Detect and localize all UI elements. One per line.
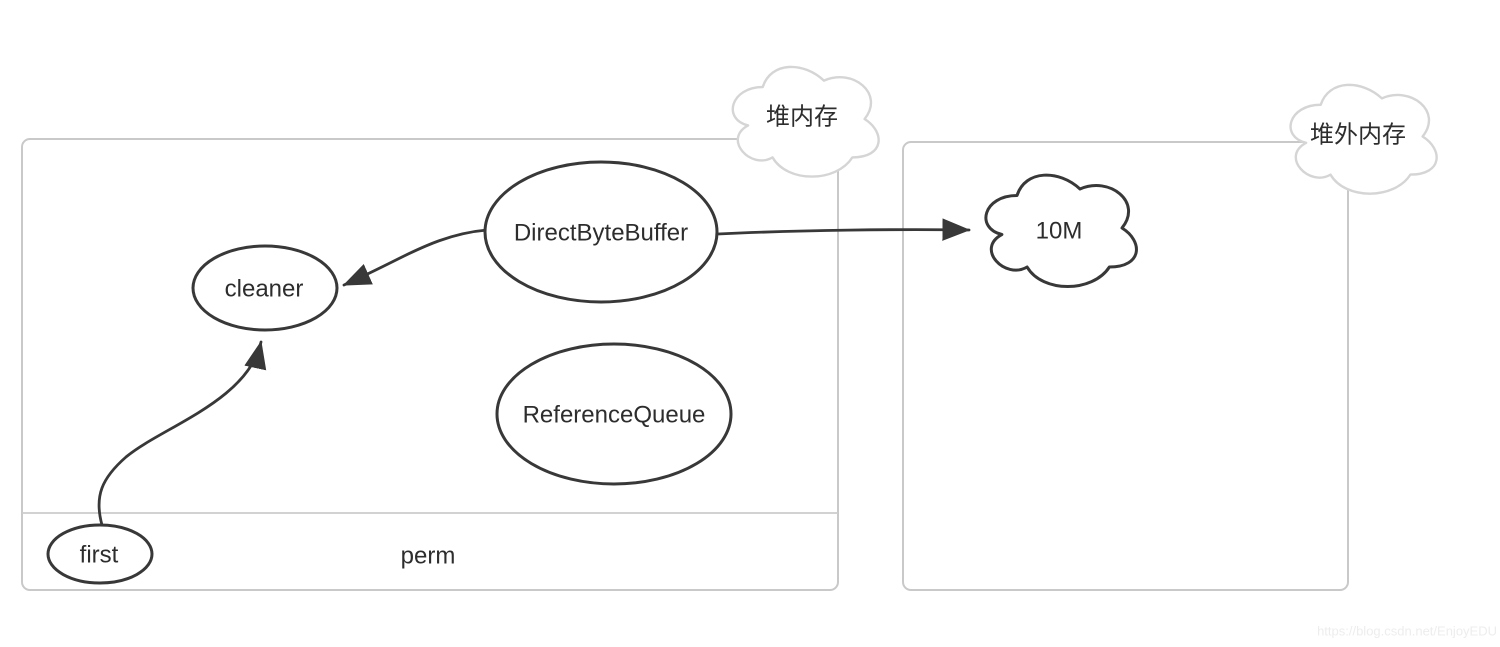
node-label-first: first (80, 542, 119, 569)
offheap-cloud-label: 堆外内存 (1310, 122, 1406, 149)
node-first (46, 523, 154, 585)
heap-label-cloud (731, 65, 880, 178)
edge-dbb-to-memory-block (716, 218, 971, 241)
node-label-cleaner: cleaner (225, 276, 304, 303)
edge-first-to-cleaner (97, 340, 267, 527)
heap-cloud-label: 堆内存 (766, 104, 838, 131)
edge-dbb-to-cleaner (342, 228, 489, 287)
perm-band-label: perm (401, 543, 456, 570)
heap-region-box (21, 138, 839, 591)
offheap-label-cloud (1289, 83, 1438, 195)
node-reference-queue (495, 342, 733, 486)
node-direct-byte-buffer (483, 160, 719, 304)
node-label-reference-queue: ReferenceQueue (523, 402, 706, 429)
watermark: https://blog.csdn.net/EnjoyEDU (1317, 624, 1497, 639)
node-memory-block-cloud (984, 173, 1138, 288)
node-label-memory-block: 10M (1036, 218, 1083, 245)
node-cleaner (191, 244, 339, 332)
node-label-direct-byte-buffer: DirectByteBuffer (514, 220, 688, 247)
